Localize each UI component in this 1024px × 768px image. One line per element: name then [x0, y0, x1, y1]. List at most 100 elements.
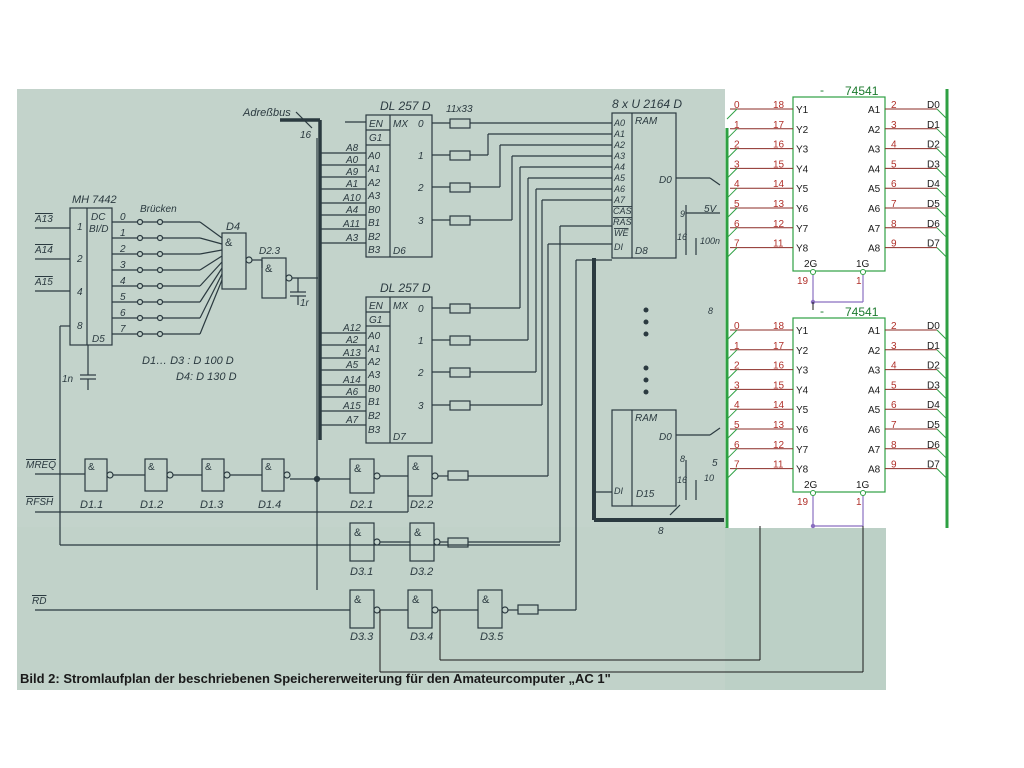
buffer-top-a-label: A4: [868, 164, 881, 175]
buffer-top-a-pin: 7: [891, 199, 897, 210]
signal-mreq: MREQ: [26, 460, 56, 471]
scan-paper-right-strip: [725, 527, 886, 690]
decoder-out-0: 0: [120, 212, 126, 223]
mux-top-g1: G1: [369, 133, 382, 144]
buffer-top-y-pin: 17: [773, 120, 785, 131]
buffer-top-y-slant: [726, 227, 738, 239]
buffer-top-y-label: Y7: [796, 224, 809, 235]
buffer-top-data: D3: [927, 159, 940, 170]
buffer-top-y-label: Y1: [796, 105, 809, 116]
mux-top-pin-b1: B1: [368, 218, 380, 229]
buffer-top-a-slant: [936, 187, 948, 199]
buffer-bottom-a-slant: [936, 329, 948, 341]
buffer-top-a-slant: [936, 128, 948, 140]
gate-d22: D2.2: [410, 499, 433, 511]
buffer-top-g2-bubble: [810, 269, 816, 275]
input-a13: A13: [34, 214, 53, 225]
ram-top-chip: [611, 112, 677, 259]
mux-bottom-mx: MX: [393, 301, 408, 312]
mux-top-addr-a3: A3: [345, 233, 359, 244]
buffer-bottom-left-num: 6: [734, 440, 740, 451]
buffer-bottom-name: 74541: [845, 305, 879, 319]
buffer-bottom-data: D3: [927, 380, 940, 391]
mux-top-out-0: 0: [418, 119, 424, 130]
buffer-bottom-g2-bubble: [810, 490, 816, 496]
mux-top-out-3: 3: [418, 216, 424, 227]
gate-d35: D3.5: [480, 631, 504, 643]
buffer-bottom-data: D5: [927, 420, 940, 431]
mux-bottom-addr-a14: A14: [342, 375, 361, 386]
buffer-bottom-data: D6: [927, 440, 940, 451]
buffer-bottom-a-slant: [936, 408, 948, 420]
buffer-bottom-left-num: 4: [734, 400, 740, 411]
mux-bottom-out-3: 3: [418, 401, 424, 412]
buffer-bottom-data: D2: [927, 361, 940, 372]
buffer-bottom-data: D7: [927, 460, 940, 471]
mux-bottom-addr-a15: A15: [342, 401, 361, 412]
decoder-in-1: 1: [77, 222, 83, 233]
mux-top-addr-a9: A9: [345, 167, 359, 178]
buffer-top-a-label: A1: [868, 105, 881, 116]
buffer-bottom-a-label: A3: [868, 366, 881, 377]
mux-top-pin-b2: B2: [368, 232, 381, 243]
buffer-top-y-pin: 11: [773, 239, 784, 250]
buffer-top-data: D7: [927, 239, 940, 250]
buffer-top-g2: 2G: [804, 259, 818, 270]
buffer-bottom-a-label: A1: [868, 326, 881, 337]
buffer-top-left-num: 4: [734, 179, 740, 190]
buffer-bottom-y-label: Y7: [796, 445, 809, 456]
buffer-bottom-a-label: A5: [868, 405, 881, 416]
buffer-bottom-y-label: Y4: [796, 385, 809, 396]
gate-d13: D1.3: [200, 499, 224, 511]
buffer-bottom-y-label: Y3: [796, 366, 809, 377]
decoder-designator: D5: [92, 334, 105, 345]
ram-ellipsis: [643, 307, 649, 395]
ram-pin-a4: A4: [613, 162, 625, 172]
mux-top-out-1: 1: [418, 151, 424, 162]
buffer-bottom-a-slant: [936, 369, 948, 380]
mux-bottom-chip: [365, 296, 433, 444]
buffer-bottom-chip: [792, 317, 886, 493]
buffer-top-y-slant: [726, 128, 738, 140]
buffer-bottom-p19: 19: [797, 497, 809, 508]
buffer-top-p1: 1: [856, 276, 862, 287]
d35-amp: &: [482, 594, 490, 606]
buffer-bottom-y-pin: 18: [773, 321, 785, 332]
buffer-top-g1-bubble: [860, 269, 866, 275]
buffer-top-left-num: 7: [734, 239, 740, 250]
buffer-bottom-y-label: Y2: [796, 346, 809, 357]
buffer-top-left-num: 3: [734, 159, 740, 170]
buffer-bottom-a-label: A7: [868, 445, 881, 456]
mux-bottom-addr-a7: A7: [345, 415, 359, 426]
mux-bottom-out-1: 1: [418, 336, 424, 347]
buffer-top-y-pin: 13: [773, 199, 785, 210]
buffer-top-a-label: A8: [868, 244, 881, 255]
d11-amp: &: [88, 462, 95, 473]
d31-amp: &: [354, 527, 362, 539]
decoder-out-6: 6: [120, 308, 126, 319]
buffer-bottom-left-num: 3: [734, 380, 740, 391]
mux-top-name: DL 257 D: [380, 99, 431, 113]
buffer-bottom-y-label: Y8: [796, 465, 809, 476]
buffer-top-a-pin: 8: [891, 219, 897, 230]
buffer-top-left-num: 6: [734, 219, 740, 230]
decoder-chip: [69, 207, 113, 346]
buffer-top-data: D4: [927, 179, 940, 190]
buffer-top-a-slant: [936, 227, 948, 239]
d21-amp: &: [354, 463, 362, 475]
mux-bottom-out-0: 0: [418, 304, 424, 315]
ram-bottom-pin16: 16: [677, 475, 687, 485]
buffer-bottom-y-slant: [726, 329, 738, 341]
buffer-bottom-y-slant: [726, 468, 738, 479]
buffer-top-data: D2: [927, 140, 940, 151]
d14-amp: &: [265, 462, 272, 473]
mux-bottom-pin-b2: B2: [368, 411, 381, 422]
mux-bottom-pin-a2: A2: [367, 357, 381, 368]
ram-pin-we: WE: [614, 228, 629, 238]
decoder-out-1: 1: [120, 228, 126, 239]
decoder-func: DC: [91, 212, 106, 223]
buffer-bottom-dash: -: [820, 304, 824, 318]
buffer-top-a-pin: 2: [891, 100, 897, 111]
buffer-top-data: D5: [927, 199, 940, 210]
mux-bottom-pin-b1: B1: [368, 397, 380, 408]
